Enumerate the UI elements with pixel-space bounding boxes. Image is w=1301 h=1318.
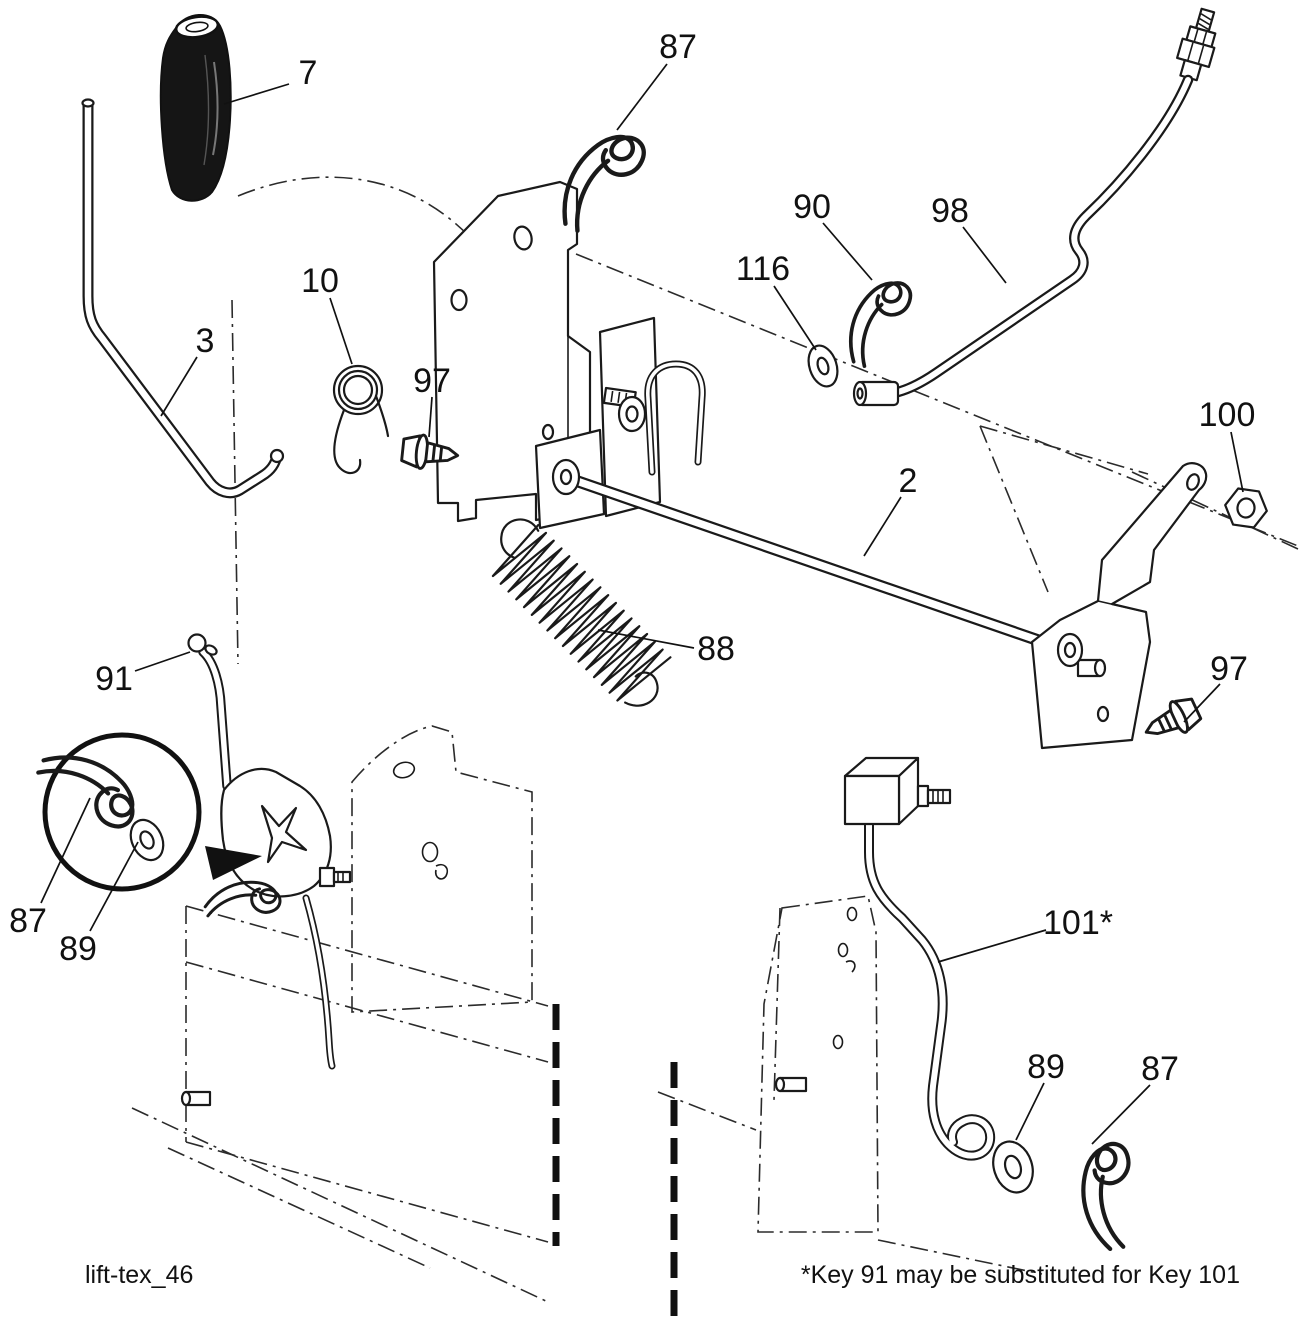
callout-label-101*: 101* xyxy=(1043,904,1113,942)
part-91-rod xyxy=(187,633,352,1070)
callout-leader-7 xyxy=(223,83,290,105)
part-87-clip-bottom xyxy=(1062,1139,1165,1255)
inset-arrow xyxy=(205,846,262,880)
callout-label-90: 90 xyxy=(793,188,831,226)
part-89-washer-bottom xyxy=(992,1140,1034,1194)
part-88-spring xyxy=(491,518,672,707)
part-97-bolt-right xyxy=(1137,692,1205,749)
part-7-grip xyxy=(159,14,232,202)
callout-leader-3 xyxy=(160,356,198,417)
callout-leader-97 xyxy=(1183,683,1221,723)
callout-leader-116 xyxy=(773,285,817,351)
callout-leader-89 xyxy=(1015,1082,1045,1141)
callout-leader-101* xyxy=(937,929,1047,963)
callout-label-98: 98 xyxy=(931,192,969,230)
callout-label-87: 87 xyxy=(9,902,47,940)
callout-label-3: 3 xyxy=(196,322,215,360)
part-2-lift-shaft xyxy=(534,428,1078,658)
phantom-deck-left xyxy=(131,905,560,1303)
callout-label-89: 89 xyxy=(59,930,97,968)
part-3-lift-rod xyxy=(81,98,285,499)
inset-89-washer xyxy=(129,818,165,862)
callout-layer: 7 87 90 98 116 10 3 97 100 2 88 91 97 87 89 101* 89 87 xyxy=(9,28,1256,1145)
callout-label-10: 10 xyxy=(301,262,339,300)
callout-leader-88 xyxy=(597,629,695,649)
callout-leader-100 xyxy=(1230,431,1244,493)
inner-plate xyxy=(598,316,706,518)
phantom-bracket-left xyxy=(351,725,533,1013)
callout-label-91: 91 xyxy=(95,660,133,698)
lever-bracket-right xyxy=(1030,462,1208,750)
callout-label-88: 88 xyxy=(697,630,735,668)
callout-leader-10 xyxy=(329,297,353,365)
callout-leader-89 xyxy=(89,841,139,932)
part-101-rod xyxy=(843,756,996,1161)
part-10-torsion-spring xyxy=(332,364,390,475)
callout-leader-87 xyxy=(40,797,91,904)
callout-label-87: 87 xyxy=(659,28,697,66)
part-98-rod xyxy=(852,7,1217,407)
part-90-clip xyxy=(847,278,914,371)
part-116-washer xyxy=(807,344,839,388)
callout-leader-87 xyxy=(616,63,668,131)
callout-label-87: 87 xyxy=(1141,1050,1179,1088)
inset-detail xyxy=(34,732,262,892)
phantom-deck-right xyxy=(657,895,1043,1316)
callout-label-97: 97 xyxy=(413,362,451,400)
callout-leader-91 xyxy=(134,651,191,672)
footer-substitution-note: *Key 91 may be substituted for Key 101 xyxy=(801,1261,1240,1289)
callout-leader-2 xyxy=(863,496,902,557)
callout-label-116: 116 xyxy=(736,250,790,288)
callout-label-100: 100 xyxy=(1199,396,1256,434)
callout-label-89: 89 xyxy=(1027,1048,1065,1086)
callout-leader-98 xyxy=(962,226,1007,284)
callout-label-97: 97 xyxy=(1210,650,1248,688)
callout-leader-87 xyxy=(1091,1084,1151,1145)
callout-label-7: 7 xyxy=(299,54,318,92)
callout-leader-90 xyxy=(822,222,873,281)
callout-label-2: 2 xyxy=(899,462,918,500)
footer-diagram-code: lift-tex_46 xyxy=(85,1261,193,1289)
callout-leader-97 xyxy=(428,396,433,438)
part-100-nut xyxy=(1224,487,1268,529)
